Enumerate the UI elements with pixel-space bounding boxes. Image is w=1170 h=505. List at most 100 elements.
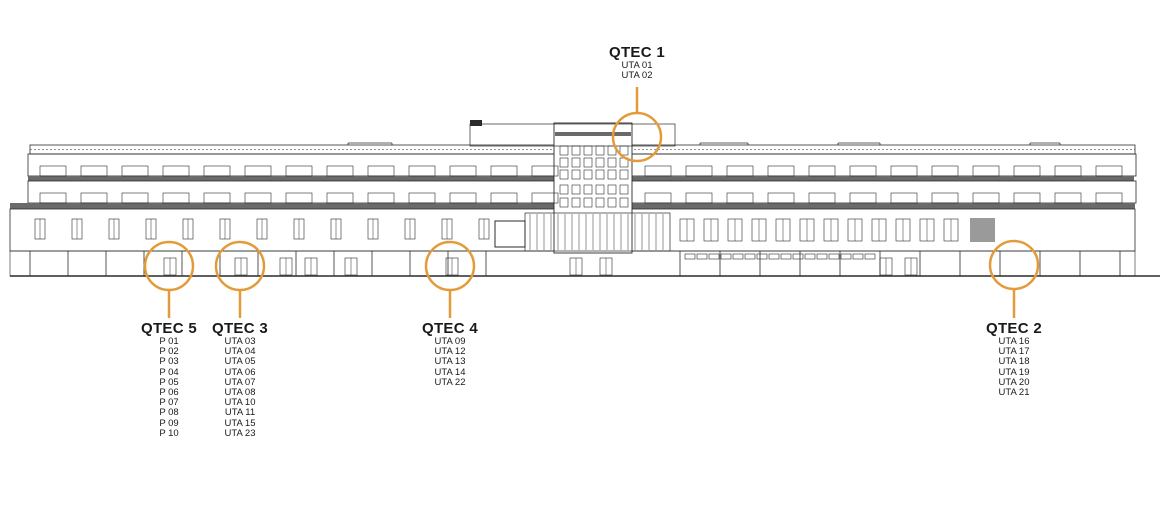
tower-window: [559, 184, 569, 195]
unit-item: UTA 04: [224, 346, 256, 358]
upper-floor-slab-1: [28, 176, 558, 181]
right-grey-panel: [970, 218, 995, 242]
window: [931, 192, 959, 204]
window: [1054, 165, 1082, 177]
window: [767, 192, 795, 204]
strip-window: [732, 253, 744, 260]
window: [326, 192, 354, 204]
unit-list: UTA 01 UTA 02: [597, 60, 677, 82]
unit-item: UTA 21: [998, 387, 1030, 399]
window-group: [34, 145, 1123, 250]
qtec5-label: QTEC 5 P 01 P 02 P 03 P 04 P 05 P 06 P 0…: [129, 320, 209, 439]
tower-window: [619, 184, 629, 195]
zone-title: QTEC 5: [141, 320, 197, 337]
strip-window: [768, 253, 780, 260]
strip-window: [696, 253, 708, 260]
strip-window: [852, 253, 864, 260]
tower-window: [595, 184, 605, 195]
unit-item: UTA 01: [621, 60, 653, 71]
unit-list: P 01 P 02 P 03 P 04 P 05 P 06 P 07 P 08 …: [129, 336, 209, 439]
window: [972, 192, 1000, 204]
unit-item: UTA 23: [224, 427, 256, 439]
window: [39, 165, 67, 177]
window: [685, 165, 713, 177]
window: [39, 192, 67, 204]
unit-item: P 09: [159, 417, 179, 429]
unit-item: UTA 03: [224, 336, 256, 347]
window: [644, 165, 672, 177]
unit-item: UTA 17: [998, 346, 1030, 358]
unit-item: UTA 06: [224, 366, 256, 378]
unit-item: P 06: [159, 387, 179, 399]
window: [244, 192, 272, 204]
tower-window: [607, 169, 617, 180]
unit-item: UTA 16: [998, 336, 1030, 347]
unit-item: P 04: [159, 366, 179, 378]
upper-floor-slab-1b: [632, 176, 1134, 181]
window: [808, 165, 836, 177]
unit-item: UTA 07: [224, 376, 256, 388]
window: [890, 192, 918, 204]
qtec4-label: QTEC 4 UTA 09 UTA 12 UTA 13 UTA 14 UTA 2…: [410, 320, 490, 388]
tower-window: [595, 145, 605, 156]
unit-item: UTA 10: [224, 397, 256, 409]
unit-item: P 03: [159, 356, 179, 368]
tower-window: [571, 197, 581, 208]
unit-item: UTA 18: [998, 356, 1030, 368]
window: [244, 165, 272, 177]
unit-list: UTA 03 UTA 04 UTA 05 UTA 06 UTA 07 UTA 0…: [200, 336, 280, 439]
tower-window: [571, 157, 581, 168]
strip-window: [708, 253, 720, 260]
window: [162, 165, 190, 177]
window: [1013, 192, 1041, 204]
tower-window: [559, 157, 569, 168]
tower-window: [583, 157, 593, 168]
qtec2-marker: [988, 239, 1040, 318]
window: [849, 192, 877, 204]
tower-window: [583, 184, 593, 195]
window: [490, 165, 518, 177]
tower-window: [619, 169, 629, 180]
zone-title: QTEC 3: [212, 320, 268, 337]
window: [1054, 192, 1082, 204]
window: [121, 192, 149, 204]
strip-window: [780, 253, 792, 260]
unit-item: UTA 11: [224, 407, 256, 419]
tower-window: [595, 197, 605, 208]
unit-item: UTA 19: [998, 366, 1030, 378]
qtec1-marker: [611, 87, 663, 163]
unit-item: UTA 15: [224, 417, 256, 429]
window: [931, 165, 959, 177]
window: [685, 192, 713, 204]
strip-window: [756, 253, 768, 260]
zone-title: QTEC 2: [986, 320, 1042, 337]
window: [285, 192, 313, 204]
tower-window: [571, 184, 581, 195]
tower-window: [583, 169, 593, 180]
strip-window: [720, 253, 732, 260]
unit-item: UTA 05: [224, 356, 256, 368]
window: [121, 165, 149, 177]
tower-left-block: [470, 120, 482, 126]
window: [726, 165, 754, 177]
strip-window: [816, 253, 828, 260]
unit-item: UTA 13: [434, 356, 466, 368]
tower-window: [559, 197, 569, 208]
window: [408, 192, 436, 204]
tower-window: [595, 169, 605, 180]
window: [326, 165, 354, 177]
unit-item: UTA 20: [998, 376, 1030, 388]
unit-item: UTA 02: [621, 70, 653, 82]
window: [203, 192, 231, 204]
unit-item: UTA 14: [434, 366, 466, 378]
strip-window: [840, 253, 852, 260]
tower-window: [607, 184, 617, 195]
window: [408, 165, 436, 177]
window: [285, 165, 313, 177]
unit-item: P 08: [159, 407, 179, 419]
qtec5-marker: [143, 240, 195, 318]
qtec4-marker: [424, 240, 476, 318]
unit-item: P 02: [159, 346, 179, 358]
unit-item: UTA 09: [434, 336, 466, 347]
